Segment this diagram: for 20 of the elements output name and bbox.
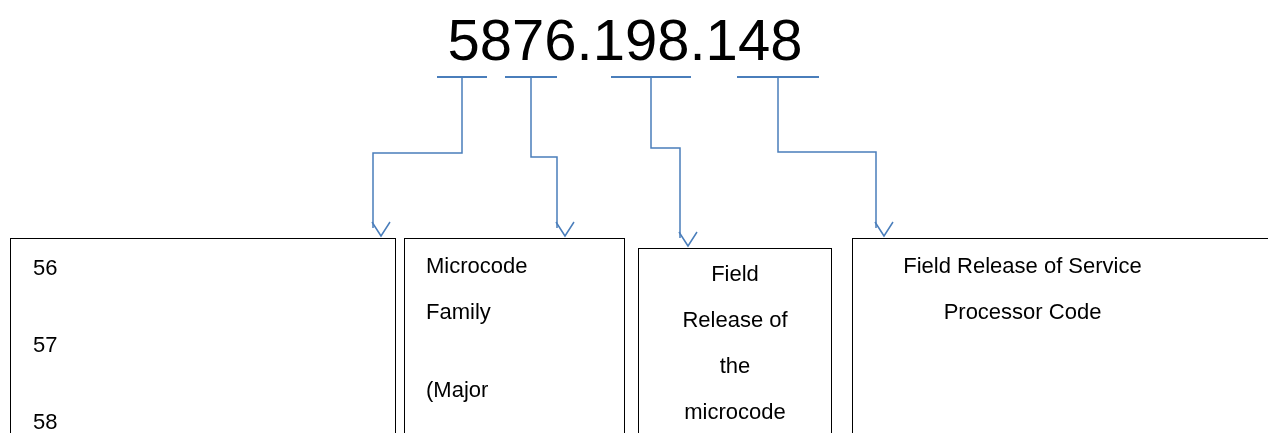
underline-bar bbox=[611, 76, 691, 78]
box-text: 58 bbox=[33, 408, 59, 433]
box-text: Field Release of Service Processor Code bbox=[903, 252, 1142, 326]
arrow bbox=[650, 77, 698, 247]
underline-bar bbox=[737, 76, 819, 78]
description-box bbox=[852, 238, 1268, 433]
box-text: Field Release of the microcode bbox=[681, 260, 789, 426]
box-text: Microcode Family bbox=[426, 252, 529, 326]
description-box bbox=[404, 238, 625, 433]
arrow bbox=[371, 77, 463, 237]
version-number: 5876.198.148 bbox=[447, 6, 803, 73]
underline-bar bbox=[437, 76, 487, 78]
description-box bbox=[638, 248, 832, 433]
arrow bbox=[777, 77, 894, 237]
box-text: 56 bbox=[33, 254, 59, 282]
box-text: (Major bbox=[426, 376, 490, 404]
arrow bbox=[530, 77, 575, 237]
underline-bar bbox=[505, 76, 557, 78]
description-box bbox=[10, 238, 396, 433]
box-text: 57 bbox=[33, 331, 59, 359]
